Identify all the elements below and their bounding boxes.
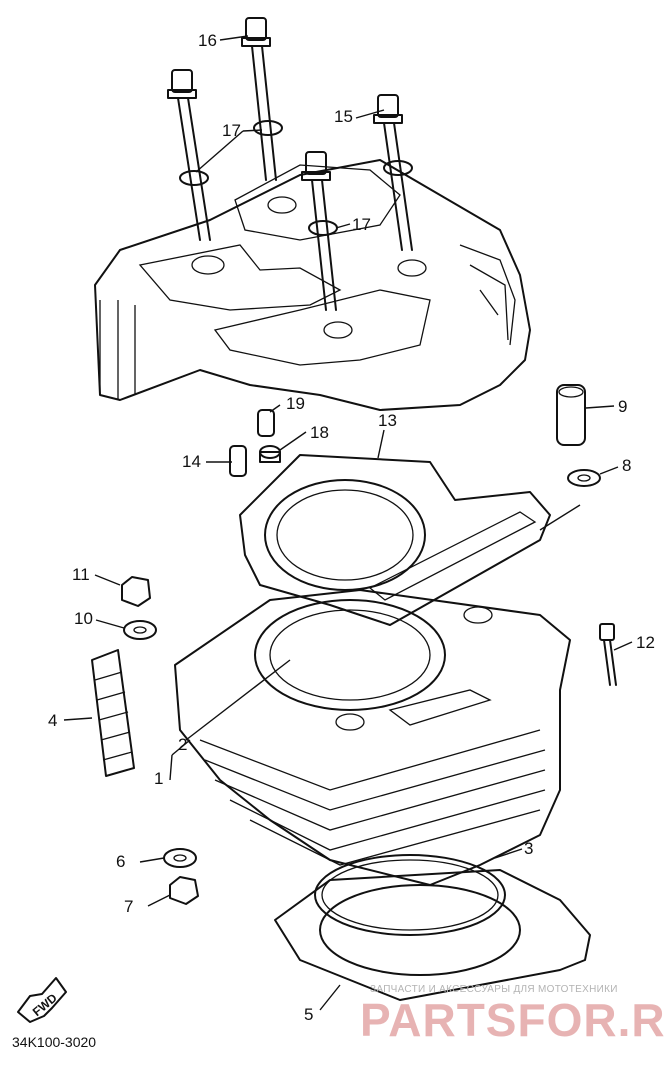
callout-7: 7 — [124, 897, 134, 916]
watermark-tagline: ЗАПЧАСТИ И АКСЕССУАРЫ ДЛЯ МОТОТЕХНИКИ — [370, 984, 618, 995]
nut-7 — [169, 876, 199, 905]
head-bolt-front — [301, 151, 337, 311]
callout-12: 12 — [636, 633, 655, 652]
bolt-12 — [599, 623, 617, 686]
leader-lines — [63, 35, 633, 1011]
dowel-4 — [91, 649, 135, 777]
washer-6 — [163, 848, 197, 868]
callout-11: 11 — [72, 565, 90, 584]
callout-18: 18 — [310, 423, 329, 442]
callout-2: 2 — [178, 735, 188, 754]
seal-18 — [259, 445, 281, 463]
head-bolt-16 — [241, 17, 277, 181]
callout-19: 19 — [286, 394, 305, 413]
fwd-arrow-icon: FWD — [17, 977, 67, 1023]
o-ring-3 — [314, 854, 506, 936]
callout-6: 6 — [116, 852, 126, 871]
head-bolt-15 — [373, 94, 413, 251]
callout-4: 4 — [48, 711, 58, 730]
dowel-9 — [556, 384, 586, 446]
dowel-14 — [229, 445, 247, 477]
callout-15: 15 — [334, 107, 353, 126]
callout-17-upper: 17 — [222, 121, 241, 140]
dowel-19 — [257, 409, 275, 437]
cylinder-block — [174, 589, 571, 886]
head-gasket-13 — [239, 454, 551, 626]
callout-9: 9 — [618, 397, 628, 416]
cylinder-head — [94, 159, 531, 411]
callout-8: 8 — [622, 456, 632, 475]
nut-11 — [121, 576, 151, 607]
base-gasket-5 — [274, 869, 591, 1001]
washer-10 — [123, 620, 157, 640]
callout-5: 5 — [304, 1005, 314, 1024]
watermark-logo: PARTSFOR.RU — [360, 994, 668, 1046]
callout-3: 3 — [524, 839, 534, 858]
callout-10: 10 — [74, 609, 93, 628]
o-ring-8 — [567, 469, 601, 487]
head-bolt-left — [167, 69, 211, 241]
callout-16: 16 — [198, 31, 217, 50]
callout-17-lower: 17 — [352, 215, 371, 234]
callout-1: 1 — [154, 769, 164, 788]
callout-14: 14 — [182, 452, 201, 471]
callout-13: 13 — [378, 411, 397, 430]
document-number: 34K100-3020 — [12, 1034, 97, 1050]
